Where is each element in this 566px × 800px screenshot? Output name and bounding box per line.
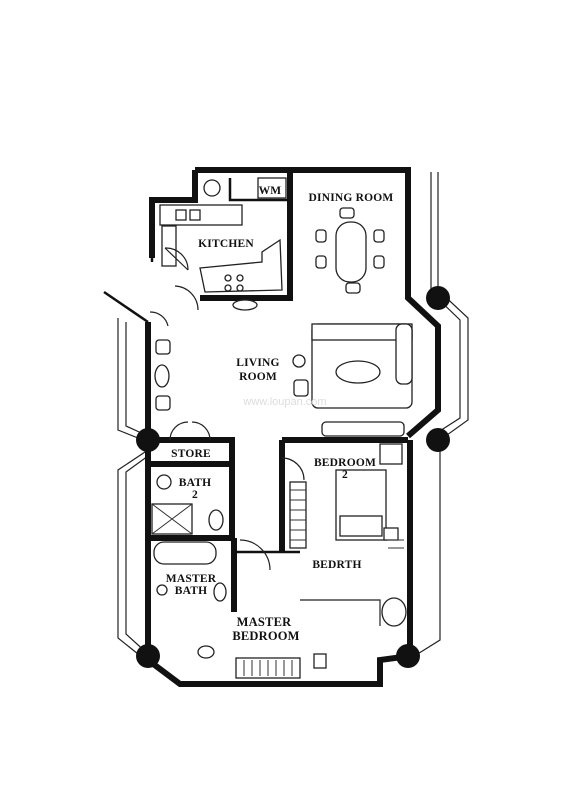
living-furniture: [154, 323, 413, 441]
columns: [136, 286, 450, 668]
column-se: [396, 644, 420, 668]
label-kitchen: KITCHEN: [198, 238, 254, 250]
column-w: [136, 428, 160, 452]
bath2-fixtures: [151, 474, 224, 535]
label-master-bath: MASTER: [166, 573, 217, 585]
exterior-walls: [103, 167, 441, 687]
room-labels: WM DINING ROOM KITCHEN LIVING ROOM STORE…: [166, 185, 394, 643]
label-master-bath-2: BATH: [175, 585, 208, 597]
column-e: [426, 428, 450, 452]
label-bath-2: BATH: [179, 477, 212, 489]
label-bath-2-number: 2: [192, 489, 198, 501]
label-store: STORE: [171, 448, 211, 460]
interior-walls: [148, 172, 408, 612]
label-master-bedroom: MASTER: [237, 615, 292, 629]
label-bedrth: BEDRTH: [312, 559, 361, 571]
label-wm: WM: [259, 185, 282, 197]
master-bedroom-fixtures: [197, 539, 407, 679]
label-living: LIVING: [236, 357, 279, 369]
column-ne: [426, 286, 450, 310]
label-bedroom-2-number: 2: [342, 469, 348, 481]
column-sw: [136, 644, 160, 668]
label-bedroom-2: BEDROOM: [314, 457, 376, 469]
bedroom2-fixtures: [281, 443, 404, 549]
dining-table: [315, 207, 385, 294]
label-master-bedroom-2: BEDROOM: [232, 629, 299, 643]
label-dining-room: DINING ROOM: [309, 192, 394, 204]
kitchen-fixtures: [149, 177, 287, 327]
watermark-text: www.loupan.com: [242, 396, 326, 408]
label-living-room: ROOM: [239, 371, 277, 383]
master-bath-fixtures: [153, 541, 227, 602]
